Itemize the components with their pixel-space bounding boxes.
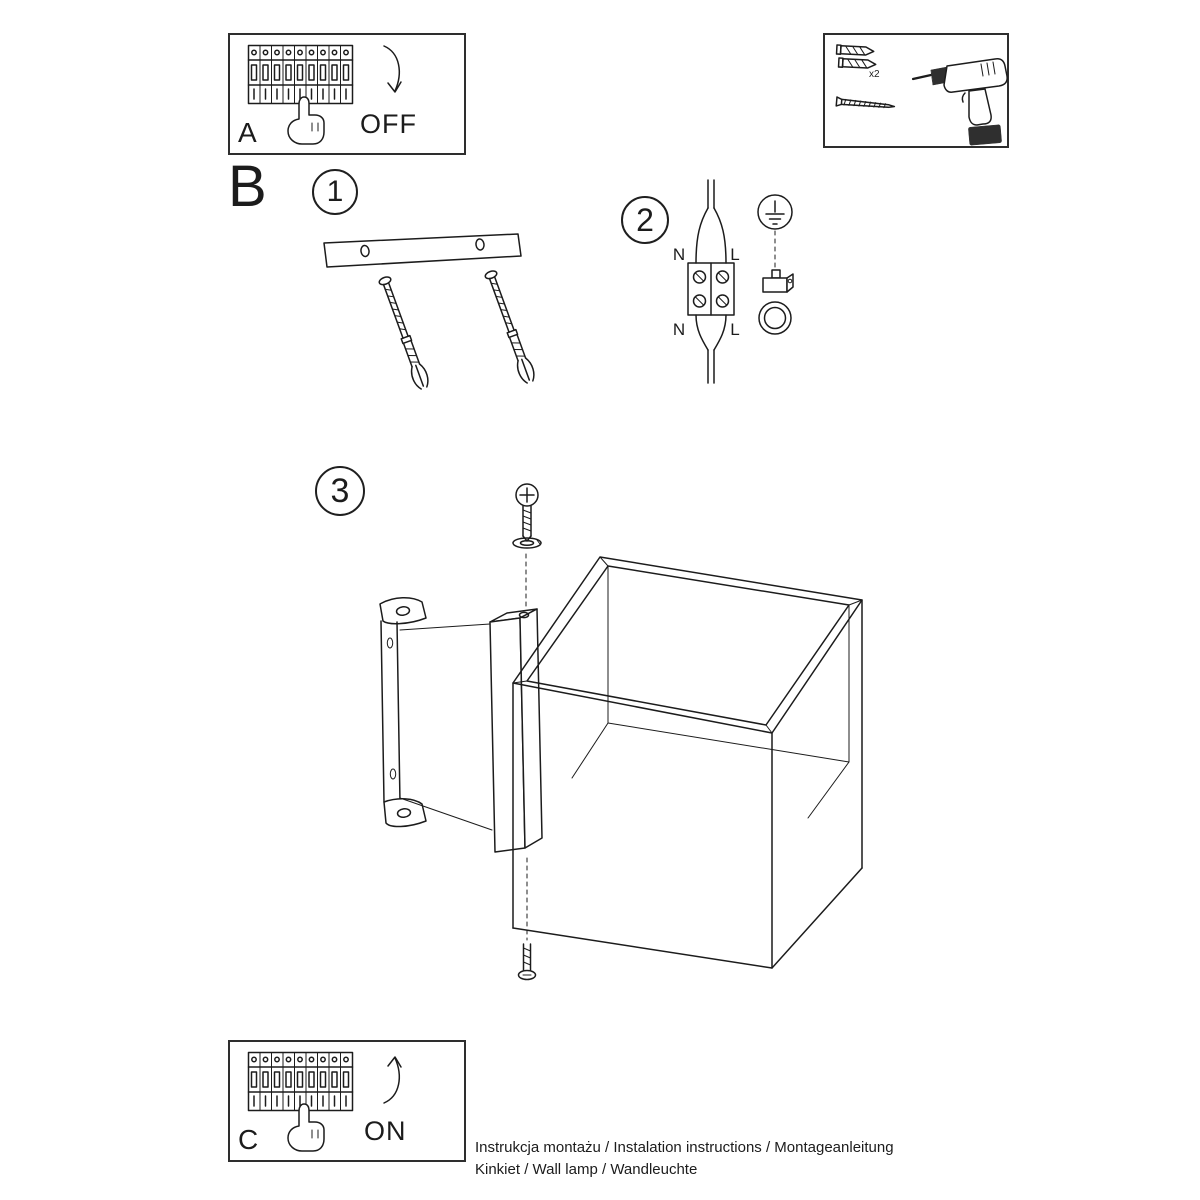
step2-wiring-drawing: N L N L bbox=[673, 179, 794, 384]
panel-c-power-on: ON C bbox=[228, 1040, 466, 1162]
breaker-switches bbox=[250, 64, 350, 100]
tools-drawing: x2 bbox=[835, 44, 1008, 146]
panel-a-power-off: OFF A bbox=[228, 33, 466, 155]
washer bbox=[512, 537, 542, 549]
step3-assembly-drawing bbox=[379, 483, 863, 981]
flip-down-arrow-icon bbox=[383, 45, 402, 93]
breaker-indicators bbox=[251, 1056, 349, 1063]
earth-ground bbox=[757, 194, 794, 335]
panel-a-label: A bbox=[238, 117, 257, 148]
footer-line-instructions: Instrukcja montażu / Instalation instruc… bbox=[475, 1139, 894, 1156]
wall-anchor-screw-right bbox=[482, 268, 538, 386]
wire-label-live-bottom: L bbox=[730, 320, 739, 339]
section-b-label: B bbox=[228, 154, 267, 219]
power-cable bbox=[687, 179, 735, 384]
step1-drawing bbox=[323, 233, 538, 392]
breaker-indicators bbox=[251, 49, 349, 56]
plate-hole bbox=[360, 244, 370, 258]
mount-block bbox=[489, 608, 543, 853]
hand-icon bbox=[287, 1103, 325, 1152]
lamp-cube bbox=[512, 556, 863, 969]
wall-anchor-screw-left bbox=[376, 274, 432, 392]
plate-hole bbox=[475, 238, 485, 251]
circuit-breaker-panel bbox=[247, 44, 354, 145]
step-2-number: 2 bbox=[636, 201, 654, 238]
footer: Instrukcja montażu / Instalation instruc… bbox=[475, 1137, 894, 1181]
mounting-plate bbox=[323, 233, 522, 268]
ground-symbol bbox=[757, 194, 793, 230]
breaker-switches bbox=[250, 1071, 350, 1107]
step-1-number: 1 bbox=[326, 175, 344, 208]
step-1-badge: 1 bbox=[312, 169, 358, 215]
anchor-quantity: x2 bbox=[869, 69, 880, 80]
wall-bracket bbox=[379, 597, 427, 828]
wire-label-neutral-top: N bbox=[673, 245, 685, 264]
fixing-screw-bottom bbox=[517, 943, 537, 981]
step-3-number: 3 bbox=[330, 471, 350, 510]
circuit-breaker-panel bbox=[247, 1051, 354, 1152]
power-on-label: ON bbox=[364, 1116, 407, 1146]
tools-box: x2 bbox=[823, 33, 1009, 148]
drill-icon bbox=[911, 58, 1008, 146]
panel-c-label: C bbox=[238, 1124, 259, 1155]
power-off-label: OFF bbox=[360, 109, 417, 139]
ground-clamp bbox=[758, 269, 794, 335]
fixing-screw-top bbox=[515, 483, 539, 542]
wire-label-neutral-bottom: N bbox=[673, 320, 685, 339]
footer-line-product: Kinkiet / Wall lamp / Wandleuchte bbox=[475, 1161, 698, 1178]
mounting-screw-icon bbox=[835, 96, 896, 109]
step-2-badge: 2 bbox=[621, 196, 669, 244]
wire-label-live-top: L bbox=[730, 245, 739, 264]
flip-up-arrow-icon bbox=[383, 1056, 402, 1104]
hand-icon bbox=[287, 96, 325, 145]
wall-plug-anchor-icon bbox=[835, 44, 875, 56]
wall-plug-anchor-icon bbox=[837, 57, 877, 69]
terminal-block bbox=[687, 262, 735, 316]
step-3-badge: 3 bbox=[315, 466, 365, 516]
